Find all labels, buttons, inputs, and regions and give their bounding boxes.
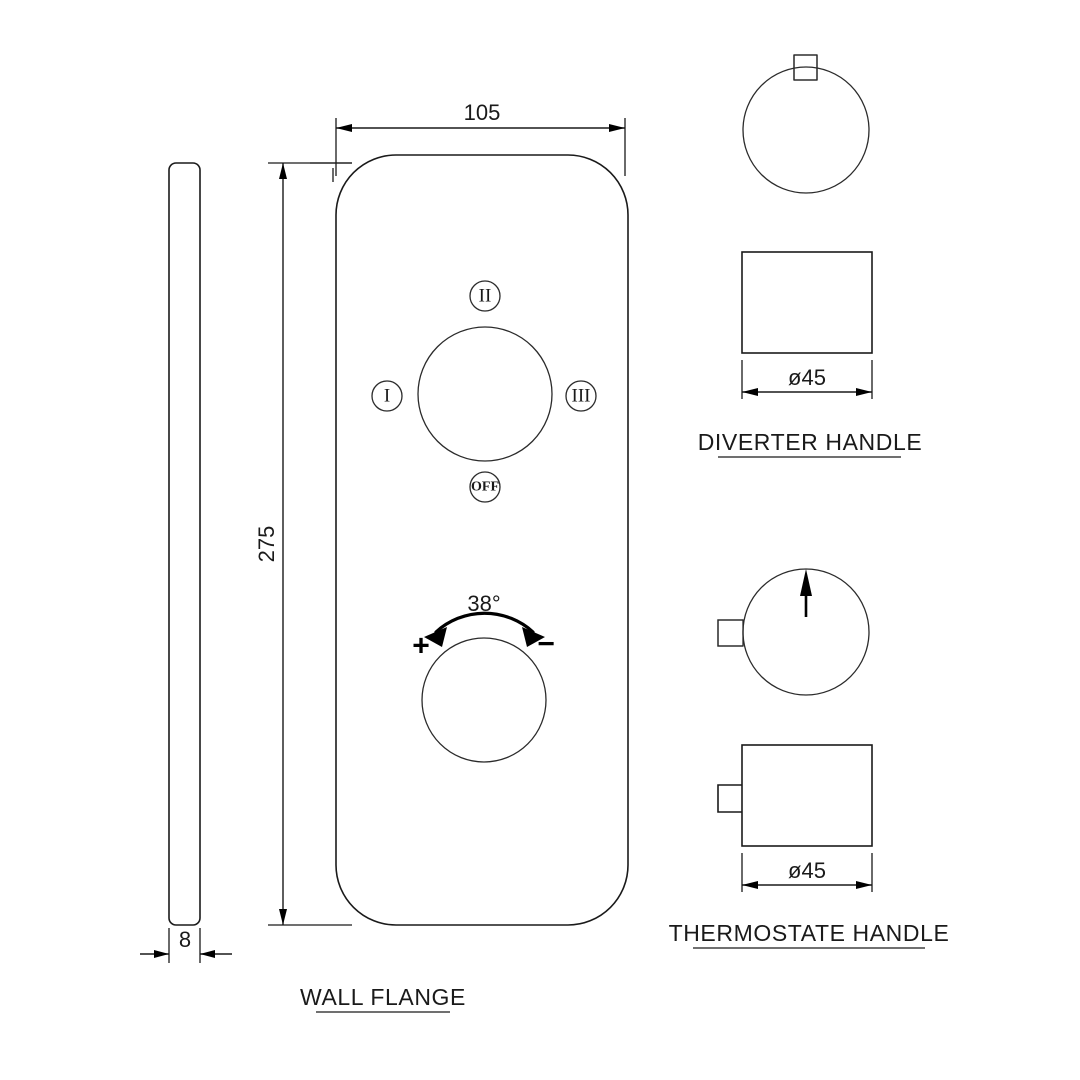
- diverter-knob-opening: [417, 326, 553, 462]
- wall-flange-title-block: WALL FLANGE: [300, 984, 466, 1013]
- thermostat-increase-sign: +: [412, 630, 430, 663]
- height-value: 275: [254, 526, 279, 563]
- dimension-diverter-diameter: ø45: [741, 360, 873, 399]
- diverter-marker-position-two: II: [469, 280, 501, 312]
- marker-label-i: I: [384, 386, 390, 407]
- diverter-marker-position-off: OFF: [469, 471, 501, 503]
- thermostate-handle-title: THERMOSTATE HANDLE: [669, 920, 950, 946]
- dimension-thermostate-diameter: ø45: [741, 853, 873, 892]
- wall-flange-side-view: [168, 162, 201, 926]
- diverter-marker-position-one: I: [371, 380, 403, 412]
- diverter-diameter-value: ø45: [788, 365, 826, 390]
- thermostat-angle-indicator: 38° + −: [412, 591, 555, 663]
- thermostate-handle-side-view: [717, 744, 873, 847]
- thermostate-handle-top-view: [717, 568, 870, 696]
- marker-label-iii: III: [572, 386, 591, 407]
- marker-label-off: OFF: [471, 480, 499, 495]
- thermostat-angle-value: 38°: [467, 591, 500, 616]
- wall-flange-front-view: II I III OFF 38° + −: [335, 154, 629, 926]
- dimension-height-275: 275: [254, 162, 352, 926]
- diverter-marker-position-three: III: [565, 380, 597, 412]
- dimension-thickness-8: 8: [140, 927, 232, 963]
- wall-flange-title: WALL FLANGE: [300, 984, 466, 1010]
- marker-label-ii: II: [479, 286, 492, 307]
- thermostat-decrease-sign: −: [537, 628, 555, 661]
- thermostate-diameter-value: ø45: [788, 858, 826, 883]
- diverter-handle-top-view: [742, 54, 870, 194]
- width-value: 105: [464, 100, 501, 125]
- thickness-value: 8: [179, 927, 191, 952]
- diverter-handle-title-block: DIVERTER HANDLE: [698, 429, 923, 458]
- thermostat-knob-opening: [421, 637, 547, 763]
- diverter-handle-side-view: [741, 251, 873, 354]
- thermostate-handle-title-block: THERMOSTATE HANDLE: [669, 920, 950, 949]
- diverter-handle-title: DIVERTER HANDLE: [698, 429, 923, 455]
- thermostat-pointer-arrow: [800, 569, 812, 617]
